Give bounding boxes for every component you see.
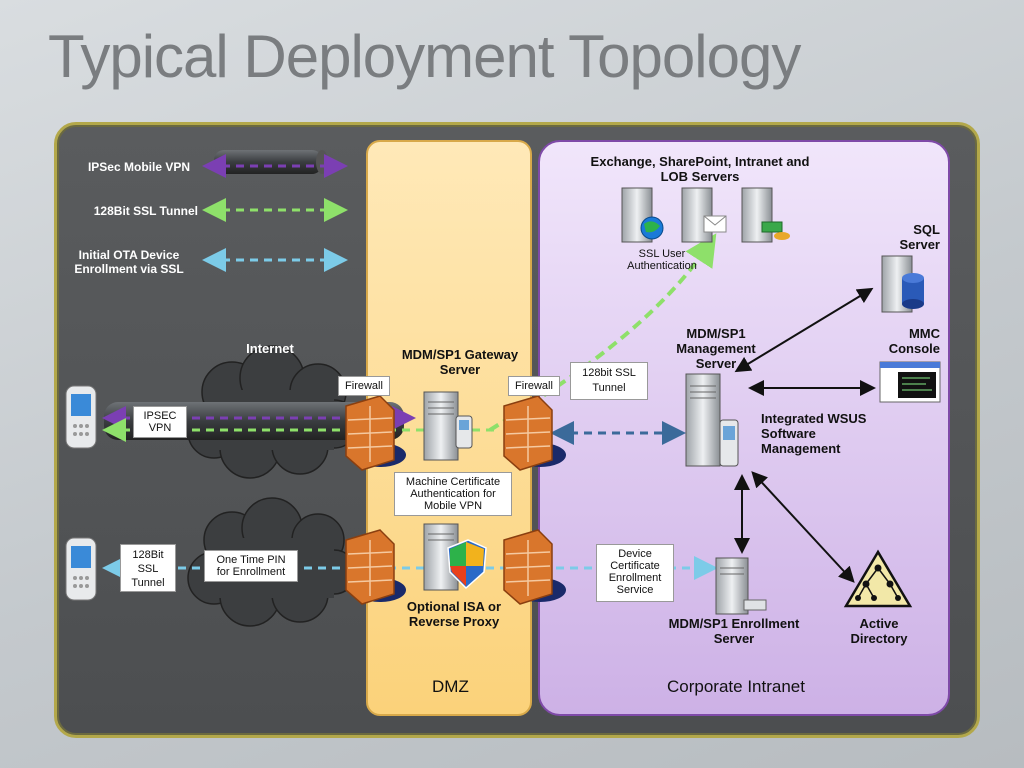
dmz-label: DMZ [432,677,469,696]
mgmt-sql-arrow [734,287,874,373]
ssl-user-auth-label: SSL User Authentication [627,248,697,272]
mobile-phone-upper-icon [65,385,97,449]
enrollment-label: MDM/SP1 Enrollment Server [668,616,800,646]
corporate-intranet-label: Corporate Intranet [667,677,805,696]
exchange-label: Exchange, SharePoint, Intranet and LOB S… [590,154,810,184]
sql-label: SQL Server [899,222,940,252]
sql-server-icon [881,255,924,313]
firewall-right-icon [503,395,566,471]
device-cert-box: Device Certificate Enrollment Service [596,544,674,602]
ipsec-vpn-box: IPSEC VPN [133,406,187,438]
ssl-tunnel-lower-box: 128Bit SSL Tunnel [120,544,176,592]
lob-server-icon [741,187,790,243]
gateway-label: MDM/SP1 Gateway Server [401,347,519,377]
gateway-server-icon [423,391,473,461]
legend-vpn-tube [214,150,328,174]
mgmt-ad-arrow [751,471,855,583]
enrollment-server-icon [715,557,767,615]
otp-box: One Time PIN for Enrollment [204,550,298,582]
legend-ota-label: Initial OTA Device Enrollment via SSL [74,248,184,276]
legend-ssl-label: 128Bit SSL Tunnel [93,204,198,218]
sharepoint-server-icon [681,187,727,243]
mmc-console-icon [879,361,941,403]
internet-label: Internet [246,341,294,356]
active-directory-icon [843,549,913,608]
legend-ipsec-label: IPSec Mobile VPN [87,160,190,174]
optional-isa-label: Optional ISA or Reverse Proxy [406,599,502,629]
mgmt-server-icon [685,373,739,467]
page-title: Typical Deployment Topology [48,23,801,90]
wsus-label: Integrated WSUS Software Management [761,411,867,456]
machine-cert-box: Machine Certificate Authentication for M… [394,472,512,516]
ad-label: Active Directory [850,616,908,646]
firewall-lower-left-icon [345,529,406,605]
ssl-tunnel-box: 128bit SSL Tunnel [570,362,648,400]
firewall-left-label: Firewall [338,376,390,396]
firewall-lower-right-icon [503,529,566,605]
isa-server-icon [423,523,487,591]
firewall-left-icon [345,395,406,471]
mmc-label: MMC Console [888,326,940,356]
exchange-server-icon [621,187,664,243]
firewall-right-label: Firewall [508,376,560,396]
mgmt-label: MDM/SP1 Management Server [676,326,756,371]
mobile-phone-lower-icon [65,537,97,601]
